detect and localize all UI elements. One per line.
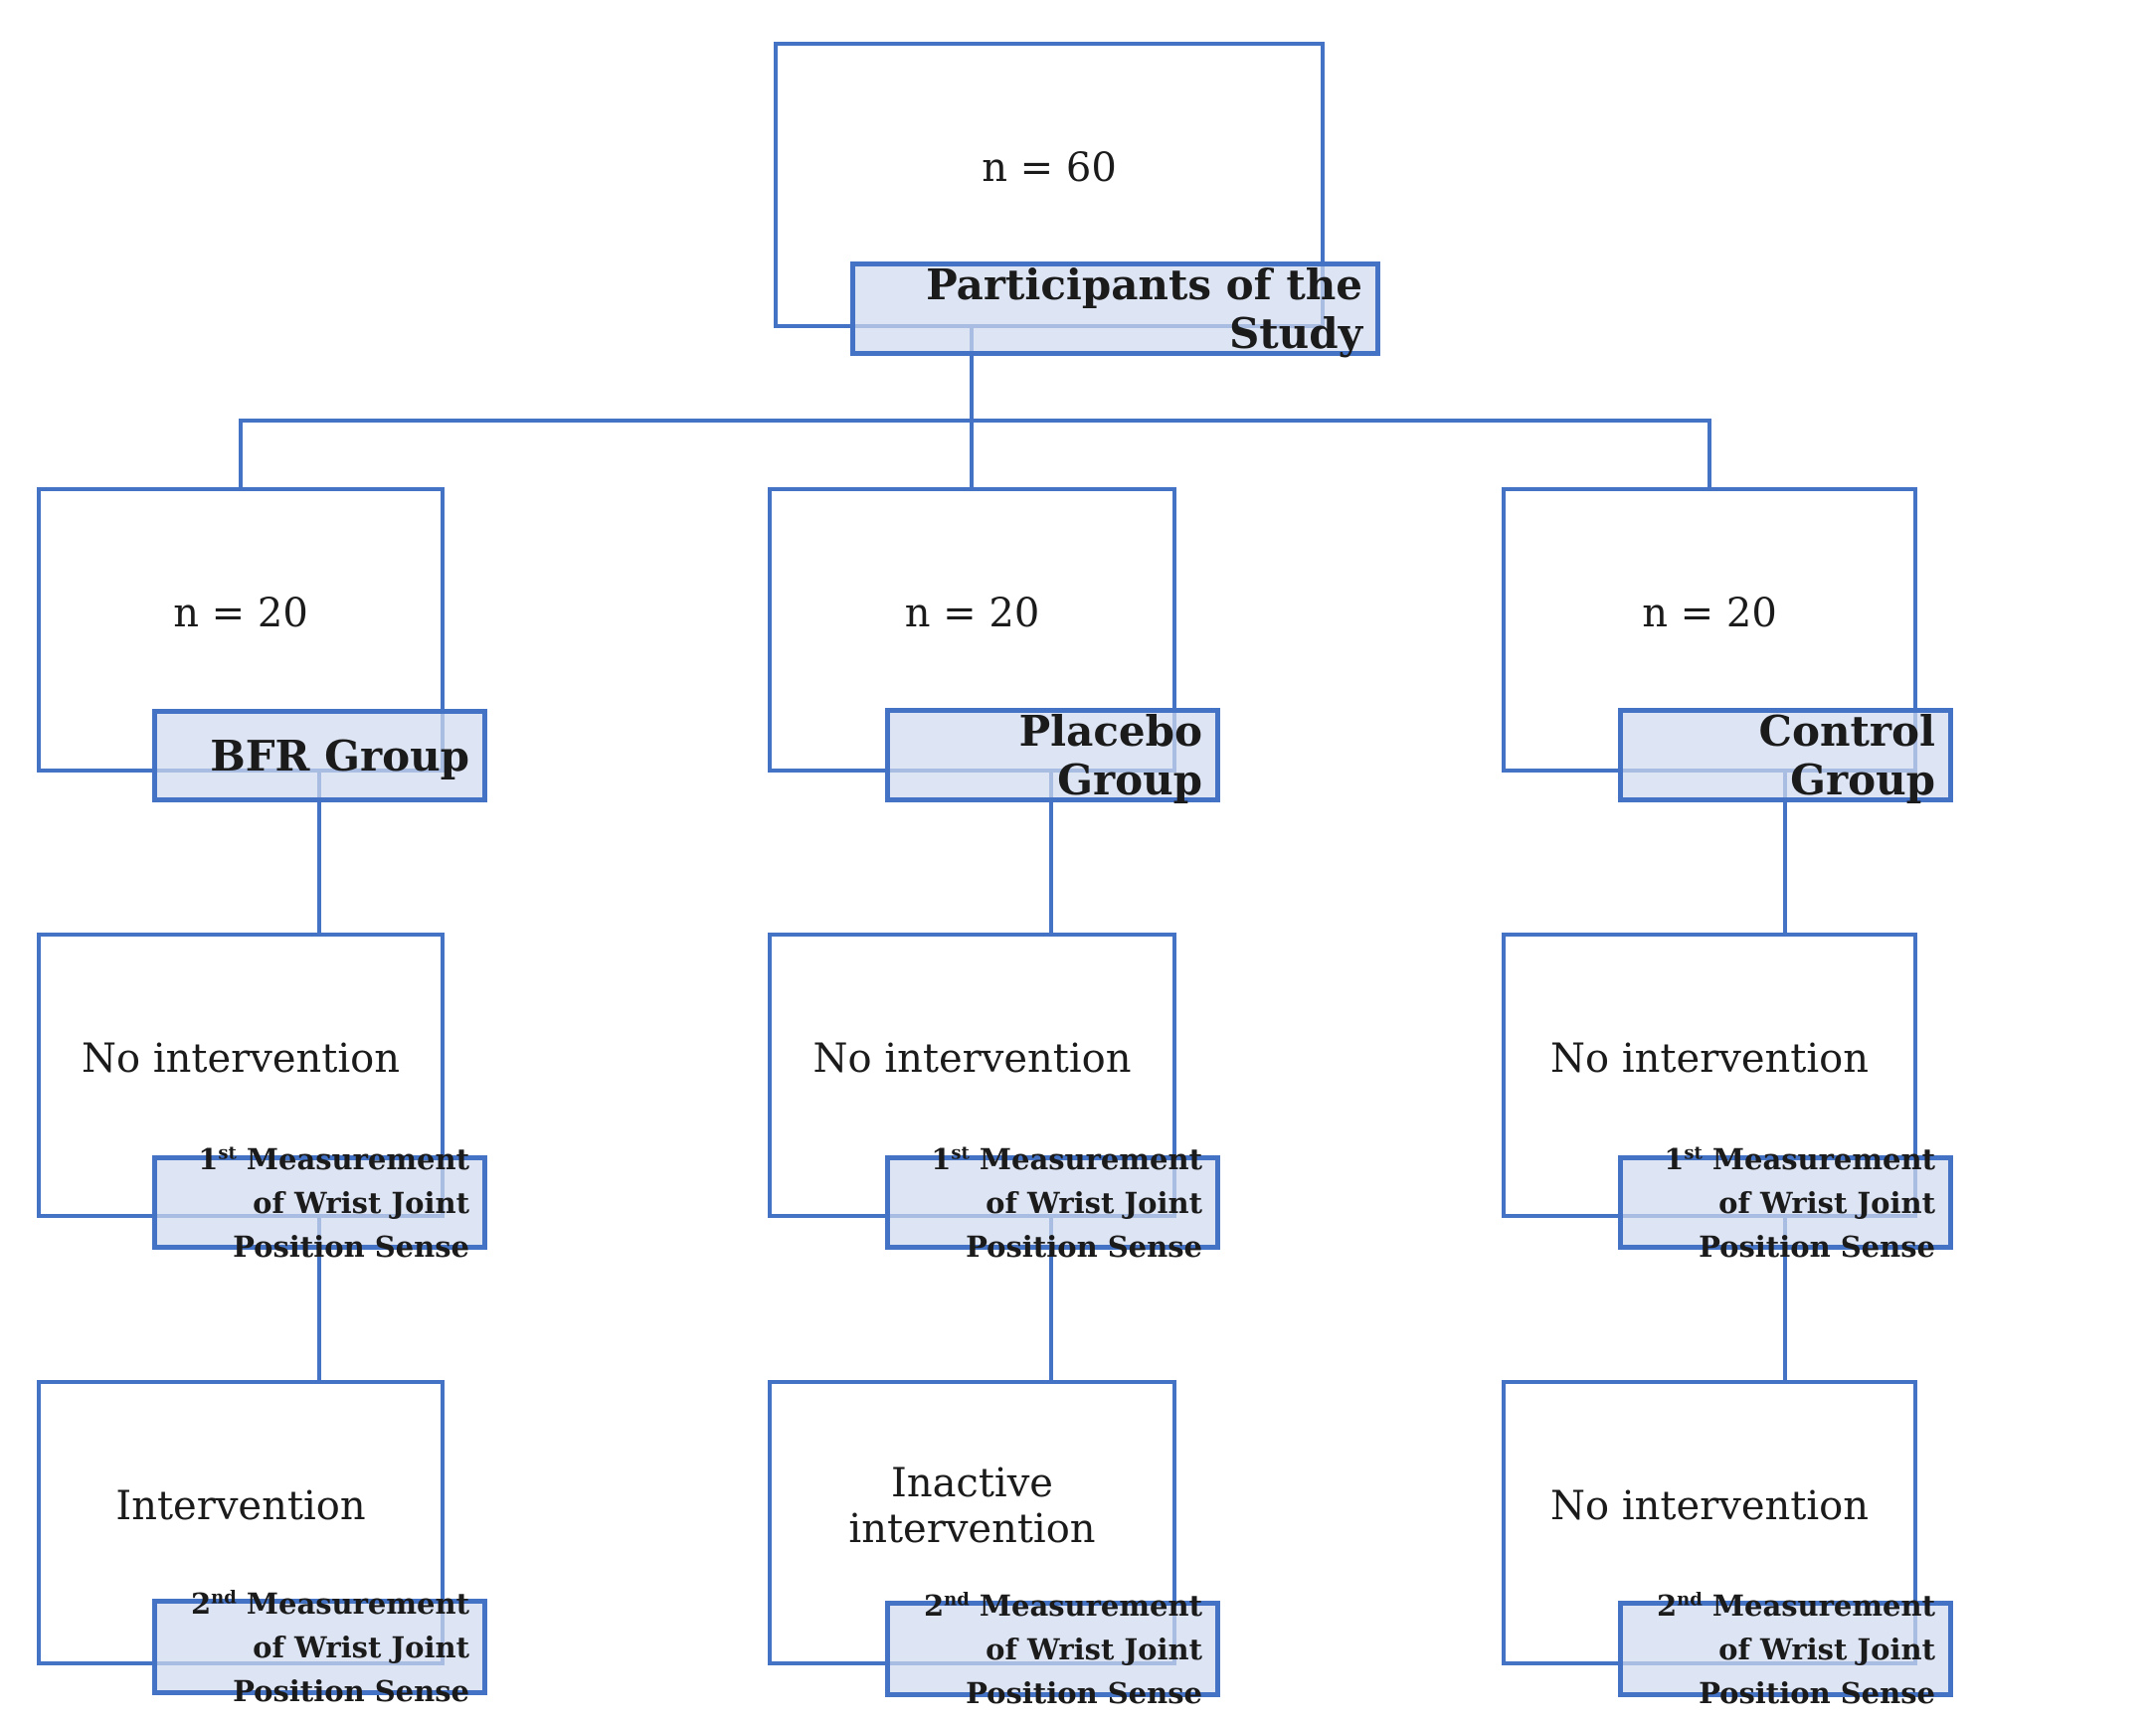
step1-label-placebo: No intervention [812, 1035, 1132, 1082]
measurement1-line2-placebo: of Wrist Joint Position Sense [966, 1185, 1202, 1264]
measurement2-line2-placebo: of Wrist Joint Position Sense [966, 1632, 1202, 1710]
group-box-bfr: BFR Group [152, 709, 487, 802]
measurement1-line2-bfr: of Wrist Joint Position Sense [233, 1185, 469, 1264]
measurement2-line1-placebo: 2nd Measurement [923, 1588, 1202, 1623]
count-label-control: n = 20 [1642, 590, 1777, 636]
group-label-bfr: BFR Group [210, 731, 469, 780]
measurement2-line1-bfr: 2nd Measurement [190, 1586, 469, 1621]
count-label-bfr: n = 20 [173, 590, 308, 636]
measurement2-line1-control: 2nd Measurement [1656, 1588, 1935, 1623]
step2-label-bfr: Intervention [115, 1482, 366, 1529]
measurement2-line2-control: of Wrist Joint Position Sense [1699, 1632, 1935, 1710]
step1-label-bfr: No intervention [82, 1035, 400, 1082]
participants-box: Participants of the Study [850, 259, 1380, 358]
participants-label: Participants of the Study [926, 259, 1362, 358]
measurement1-line1-placebo: 1st Measurement [931, 1141, 1202, 1176]
group-box-control: Control Group [1618, 706, 1953, 804]
step1-label-control: No intervention [1550, 1035, 1869, 1082]
group-label-control: Control Group [1758, 706, 1935, 804]
measurement2-box-bfr: 2nd Measurement of Wrist Joint Position … [152, 1587, 487, 1708]
step2-label-control: No intervention [1550, 1482, 1869, 1529]
measurement2-line2-bfr: of Wrist Joint Position Sense [233, 1630, 469, 1708]
total-count-label: n = 60 [982, 145, 1117, 191]
measurement1-line1-control: 1st Measurement [1664, 1141, 1935, 1176]
measurement1-line1-bfr: 1st Measurement [198, 1141, 469, 1176]
group-label-placebo: Placebo Group [1018, 706, 1202, 804]
measurement1-box-bfr: 1st Measurement of Wrist Joint Position … [152, 1142, 487, 1264]
measurement1-line2-control: of Wrist Joint Position Sense [1699, 1185, 1935, 1264]
step2-label-placebo: Inactive intervention [848, 1460, 1096, 1552]
measurement1-box-control: 1st Measurement of Wrist Joint Position … [1618, 1142, 1953, 1264]
count-label-placebo: n = 20 [904, 590, 1040, 636]
measurement2-box-control: 2nd Measurement of Wrist Joint Position … [1618, 1589, 1953, 1710]
group-box-placebo: Placebo Group [885, 706, 1220, 804]
measurement2-box-placebo: 2nd Measurement of Wrist Joint Position … [885, 1589, 1220, 1710]
measurement1-box-placebo: 1st Measurement of Wrist Joint Position … [885, 1142, 1220, 1264]
